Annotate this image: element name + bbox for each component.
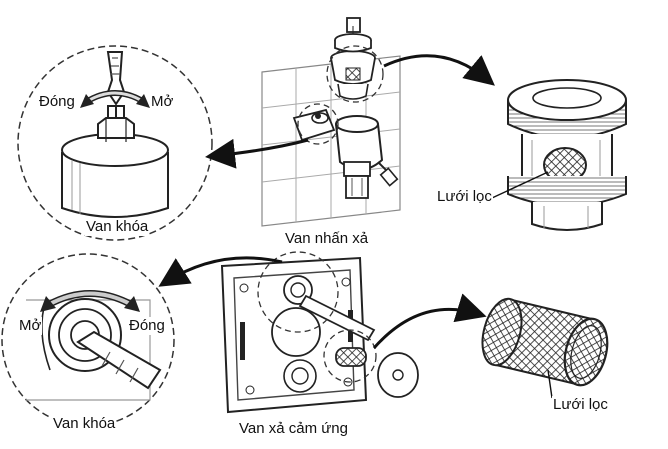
bottom-left-lock-valve-detail (1, 253, 175, 427)
caption-sensor-valve: Van xả cảm ứng (238, 420, 349, 438)
bottom-center-sensor-valve (220, 251, 419, 414)
caption-push-valve: Van nhấn xả (284, 230, 370, 248)
top-center-push-valve (261, 17, 401, 227)
label-filter-top: Lưới lọc (436, 188, 493, 206)
label-open-top: Mở (150, 93, 175, 111)
label-open-bottom: Mở (18, 317, 43, 335)
curved-double-arrow-icon (40, 290, 140, 312)
top-right-filter-cartridge (507, 79, 627, 231)
label-filter-bottom: Lưới lọc (552, 396, 609, 414)
mesh-filter-icon (481, 297, 609, 387)
caption-lock-valve-bottom: Van khóa (52, 415, 117, 433)
leader-lines (491, 171, 553, 399)
curved-pointer-arrow-icon (158, 54, 495, 349)
curved-double-arrow-icon (80, 90, 150, 108)
label-close-bottom: Đóng (128, 317, 166, 335)
caption-lock-valve-top: Van khóa (85, 218, 150, 236)
label-close-top: Đóng (38, 93, 76, 111)
